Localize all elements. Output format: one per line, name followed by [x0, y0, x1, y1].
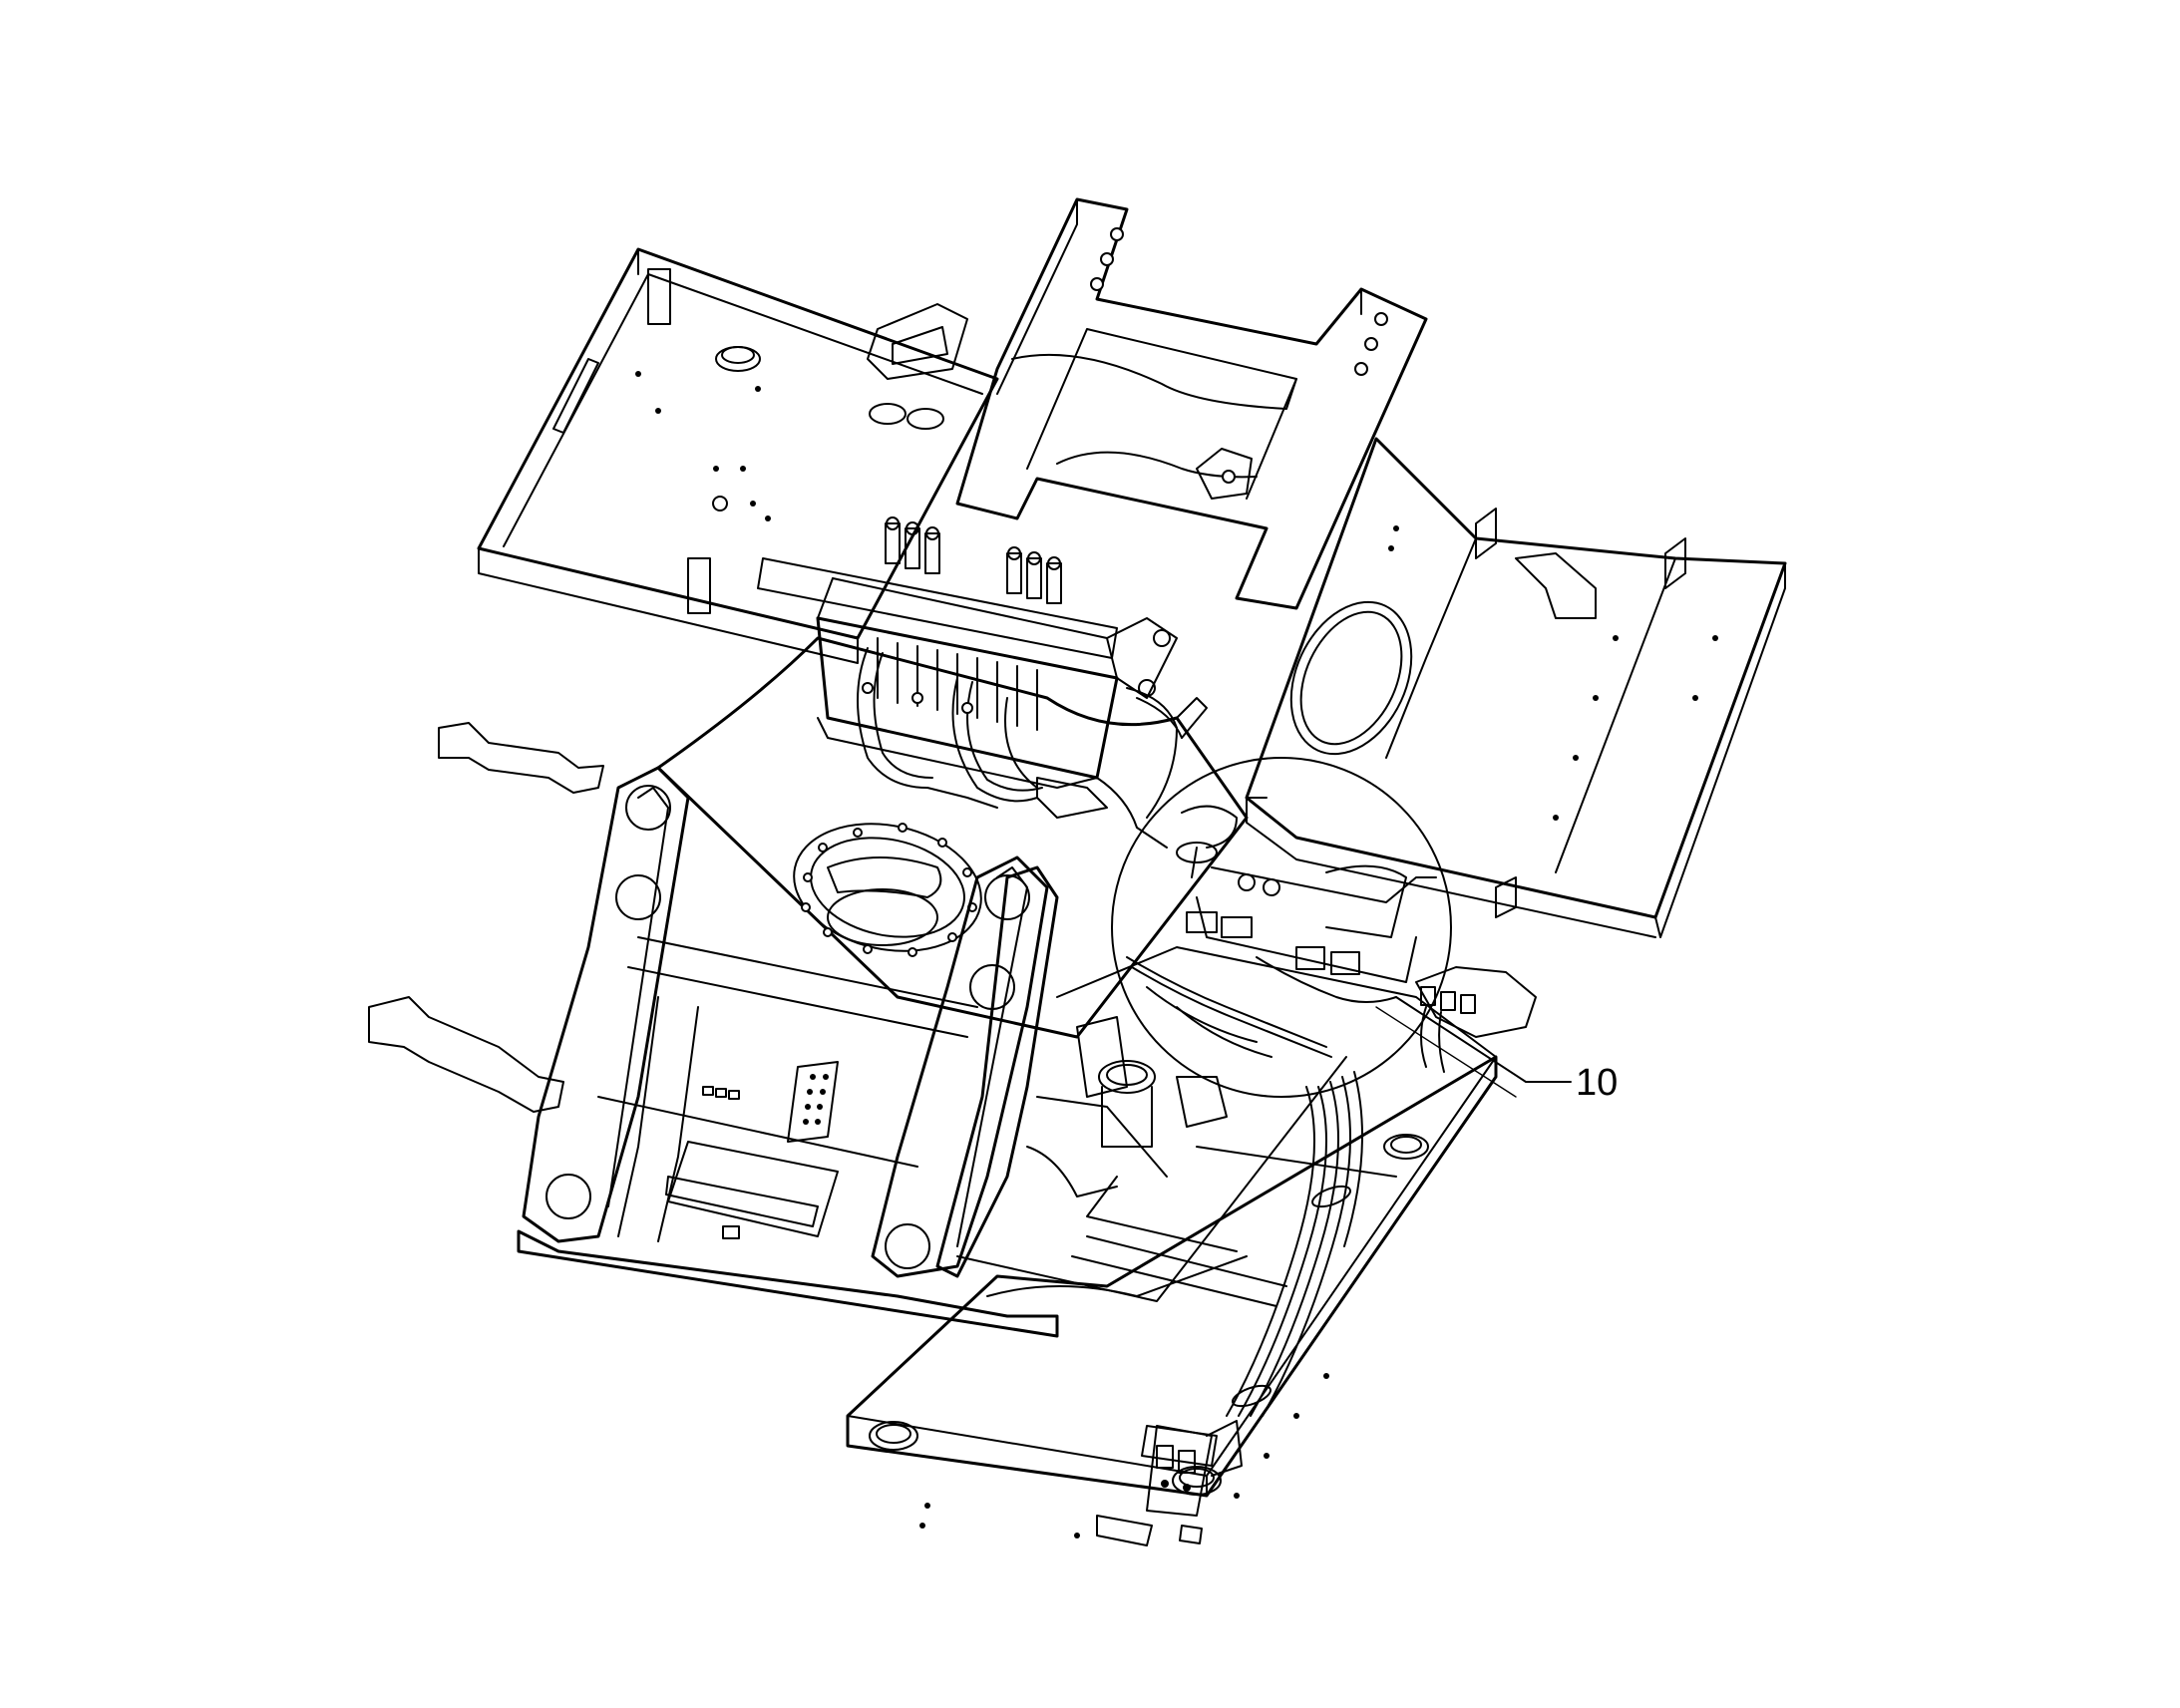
control-valve-block	[757, 516, 1178, 819]
central-turntable-body	[656, 636, 1249, 1039]
rear-left-platform	[477, 247, 999, 664]
callout-10: 10	[1375, 996, 1618, 1104]
front-bottom-platform	[846, 1055, 1498, 1546]
detail-circle	[1111, 757, 1452, 1098]
right-wing-platform	[1245, 437, 1787, 938]
leader-line	[1395, 996, 1572, 1083]
left-boom-linkage	[368, 722, 1059, 1338]
callout-label: 10	[1576, 1062, 1618, 1104]
central-longitudinal-beam	[955, 197, 1428, 610]
hose-bundle	[1096, 687, 1537, 1517]
